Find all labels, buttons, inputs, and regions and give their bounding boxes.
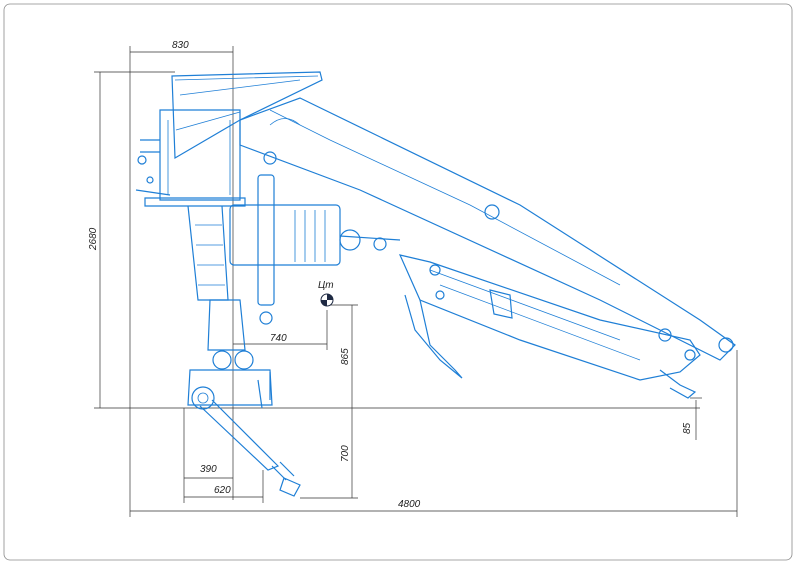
dim-2680: 2680: [88, 227, 99, 251]
center-of-gravity-marker: [320, 293, 334, 307]
dim-830: 830: [172, 40, 189, 51]
dim-390: 390: [200, 464, 217, 475]
dim-700: 700: [340, 445, 351, 462]
dim-4800: 4800: [398, 499, 421, 510]
dim-85: 85: [682, 422, 693, 434]
dim-740: 740: [270, 333, 287, 344]
dimension-lines: [94, 46, 738, 517]
center-of-gravity-label: Цт: [318, 280, 334, 291]
dim-620: 620: [214, 485, 231, 496]
sheet-frame: [3, 3, 793, 561]
dim-865: 865: [340, 348, 351, 365]
crane-structure: [135, 71, 736, 497]
